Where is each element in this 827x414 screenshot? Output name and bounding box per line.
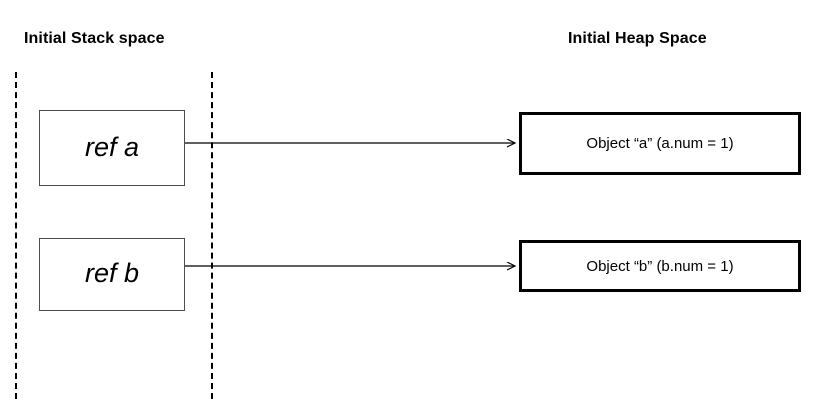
stack-slot-label: ref a bbox=[84, 131, 140, 162]
heap-object-label: Object “a” (a.num = 1) bbox=[586, 135, 734, 152]
stack-section-title: Initial Stack space bbox=[24, 30, 165, 47]
stack-boundary-line-right bbox=[211, 72, 213, 399]
heap-object-label: Object “b” (b.num = 1) bbox=[586, 257, 734, 275]
stack-boundary-line-left bbox=[15, 72, 17, 399]
heap-object-b: Object “b” (b.num = 1) bbox=[519, 240, 801, 292]
heap-section-title: Initial Heap Space bbox=[568, 30, 707, 47]
stack-slot-label: ref b bbox=[84, 258, 140, 288]
stack-slot-ref-b: ref b bbox=[39, 238, 185, 311]
stack-slot-ref-a: ref a bbox=[39, 110, 185, 186]
heap-object-a: Object “a” (a.num = 1) bbox=[519, 112, 801, 175]
